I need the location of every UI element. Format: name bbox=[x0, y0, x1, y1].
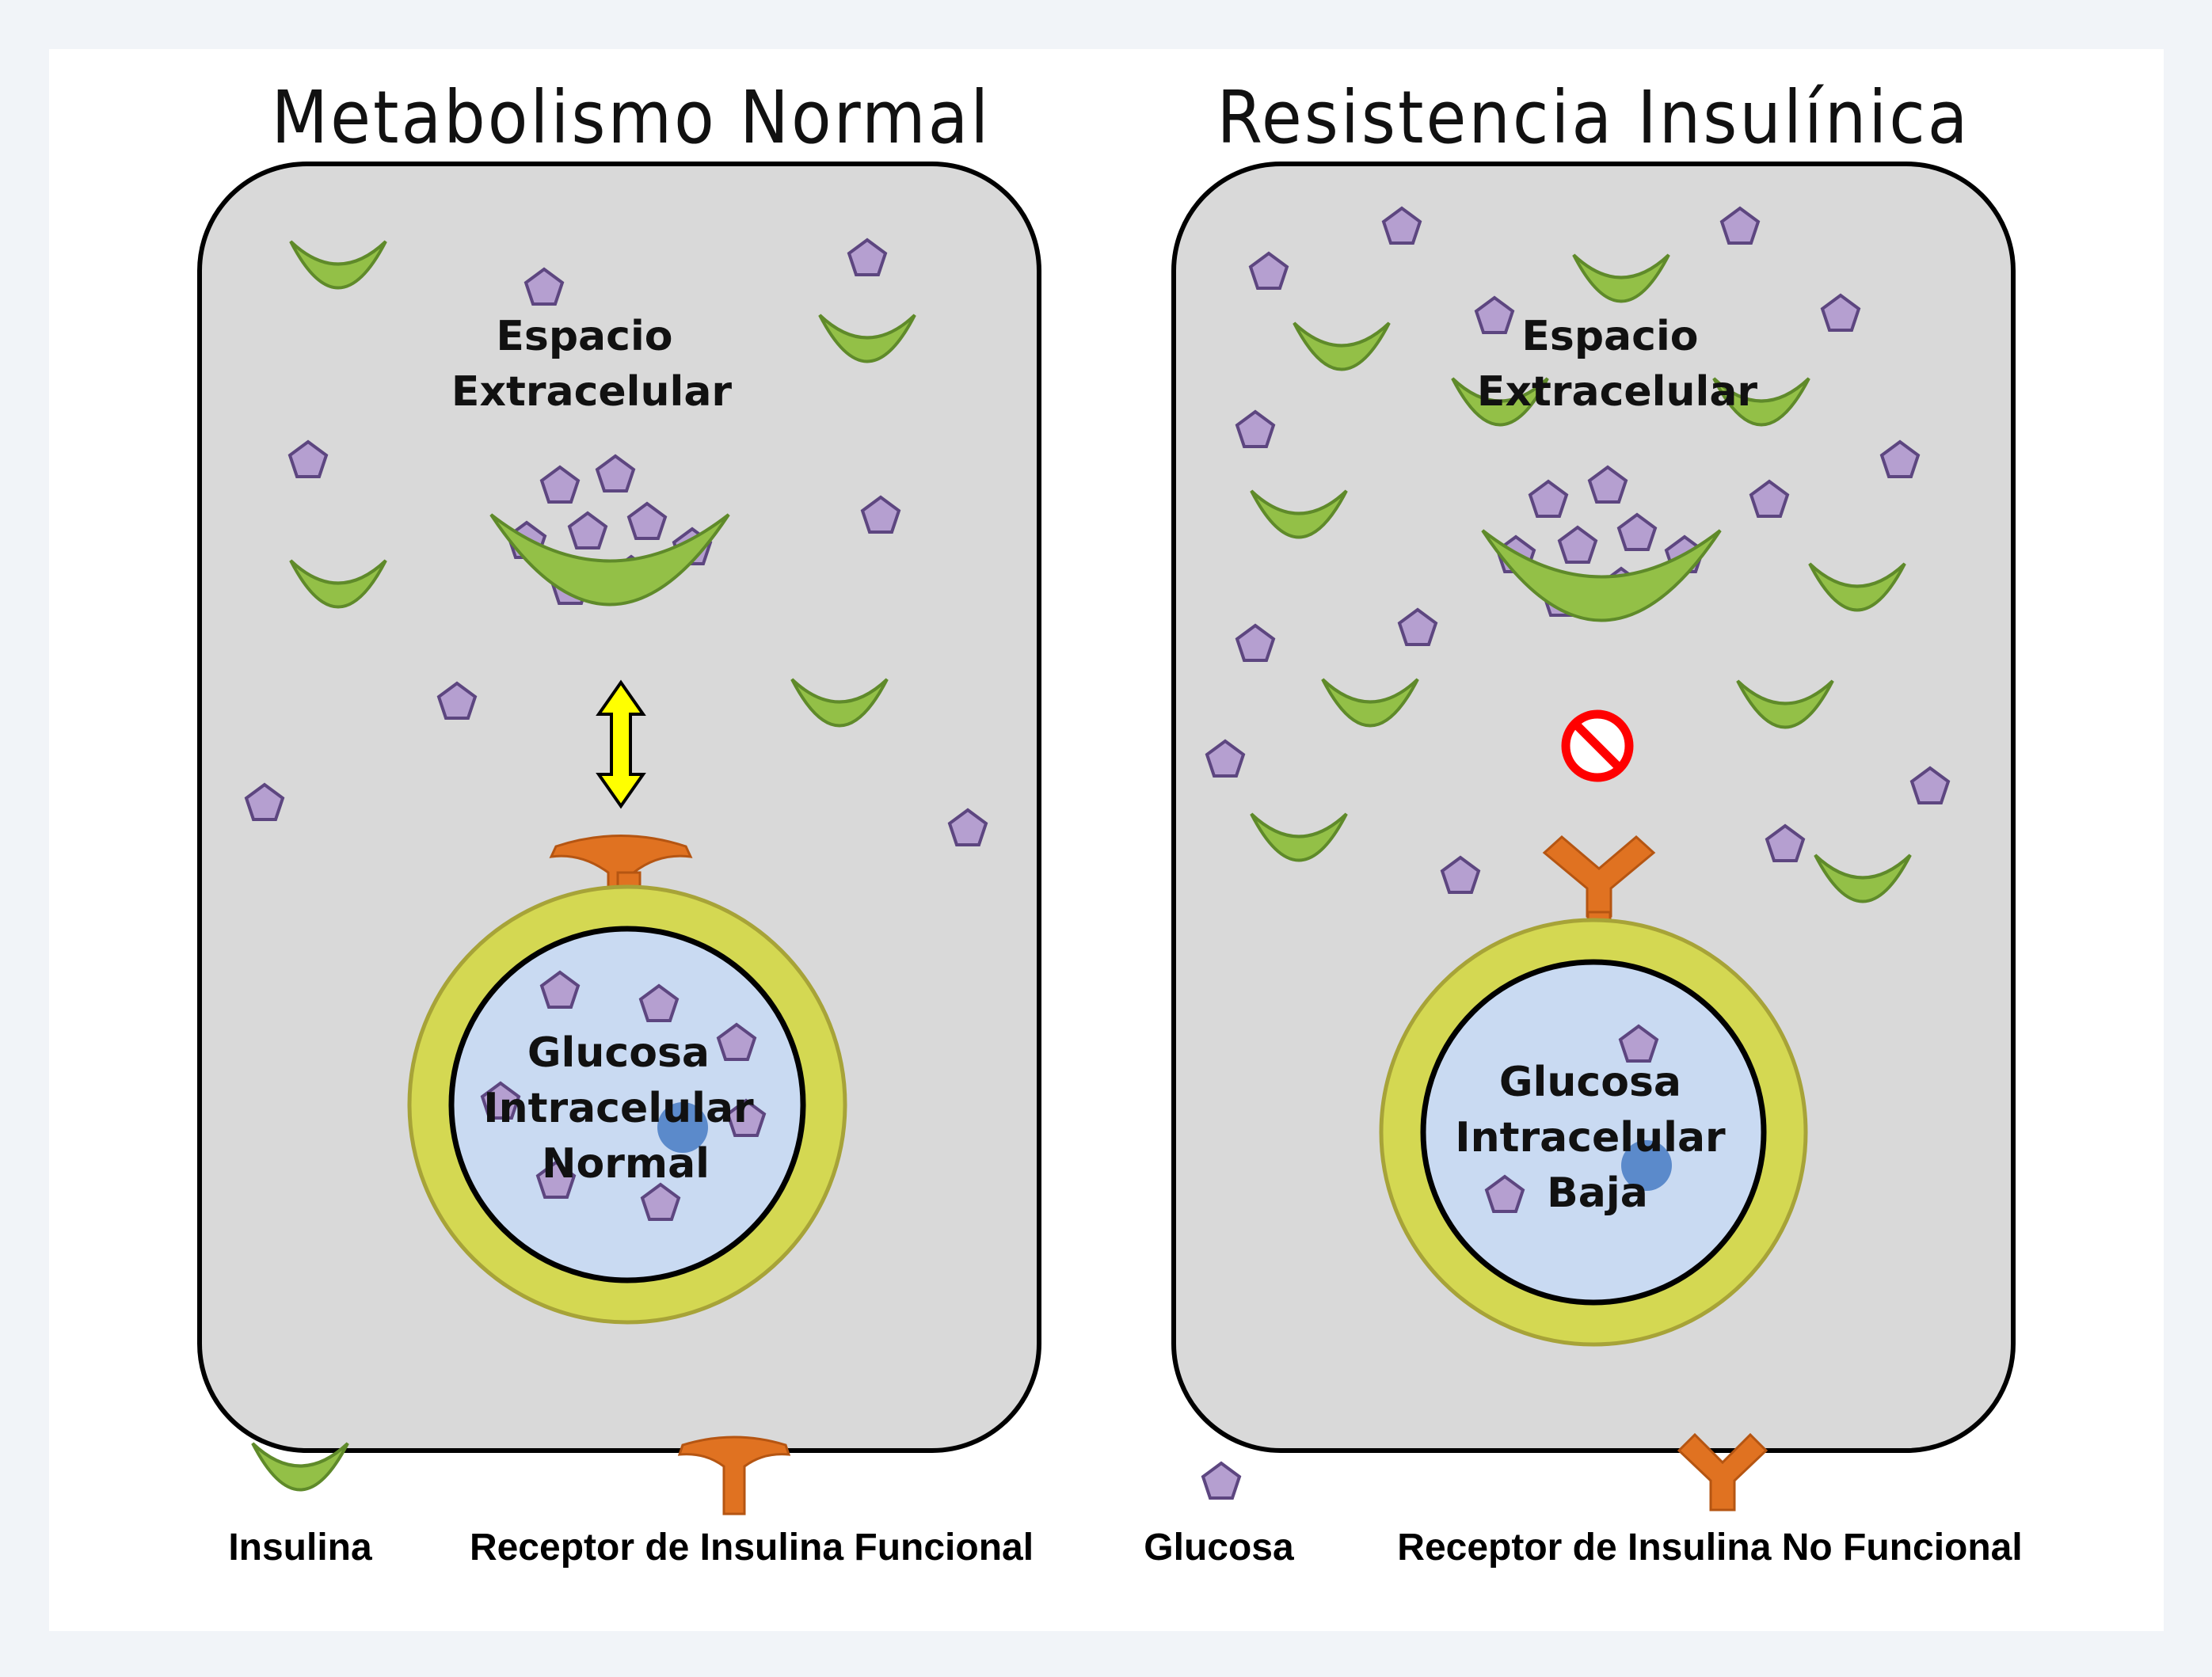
normal-panel: Metabolismo Normal Espacio Extracelular bbox=[197, 75, 1041, 1453]
normal-extracellular-label: Espacio Extracelular bbox=[451, 313, 733, 416]
resistance-cell: Glucosa Intracelular Baja bbox=[1379, 918, 1808, 1347]
legend-functional-receptor-label: Receptor de Insulina Funcional bbox=[470, 1527, 1034, 1569]
legend-nonfunctional-receptor-label: Receptor de Insulina No Funcional bbox=[1397, 1527, 2022, 1569]
prohibited-icon bbox=[1561, 709, 1634, 782]
normal-cell: Glucosa Intracelular Normal bbox=[407, 884, 847, 1325]
nonfunctional-receptor-icon bbox=[1677, 1432, 1768, 1512]
legend: Insulina Receptor de Insulina Funcional … bbox=[228, 1432, 2023, 1569]
resistance-extracellular-label: Espacio Extracelular bbox=[1477, 313, 1758, 416]
nonfunctional-receptor-icon bbox=[1542, 835, 1656, 918]
functional-receptor-icon bbox=[549, 835, 693, 902]
nucleus bbox=[657, 1102, 708, 1153]
resistance-intracellular-label: Glucosa Intracelular Baja bbox=[1455, 1059, 1740, 1217]
diagram-canvas: Metabolismo Normal Espacio Extracelular bbox=[49, 49, 2164, 1631]
normal-panel-title: Metabolismo Normal bbox=[272, 75, 992, 160]
normal-intracellular-label: Glucosa Intracelular Normal bbox=[483, 1029, 768, 1188]
double-arrow-icon bbox=[596, 679, 646, 809]
functional-receptor-icon bbox=[677, 1436, 791, 1515]
resistance-panel-title: Resistencia Insulínica bbox=[1216, 75, 1970, 160]
legend-glucose-label: Glucosa bbox=[1144, 1527, 1294, 1569]
legend-insulin-label: Insulina bbox=[228, 1527, 372, 1569]
insulin-resistance-diagram: Metabolismo Normal Espacio Extracelular bbox=[197, 75, 2023, 1569]
cytoplasm bbox=[1420, 959, 1767, 1306]
glucose-icon bbox=[1201, 1462, 1241, 1500]
cytoplasm bbox=[448, 926, 806, 1283]
resistance-panel: Resistencia Insulínica bbox=[1171, 75, 2016, 1453]
nucleus bbox=[1621, 1140, 1672, 1191]
